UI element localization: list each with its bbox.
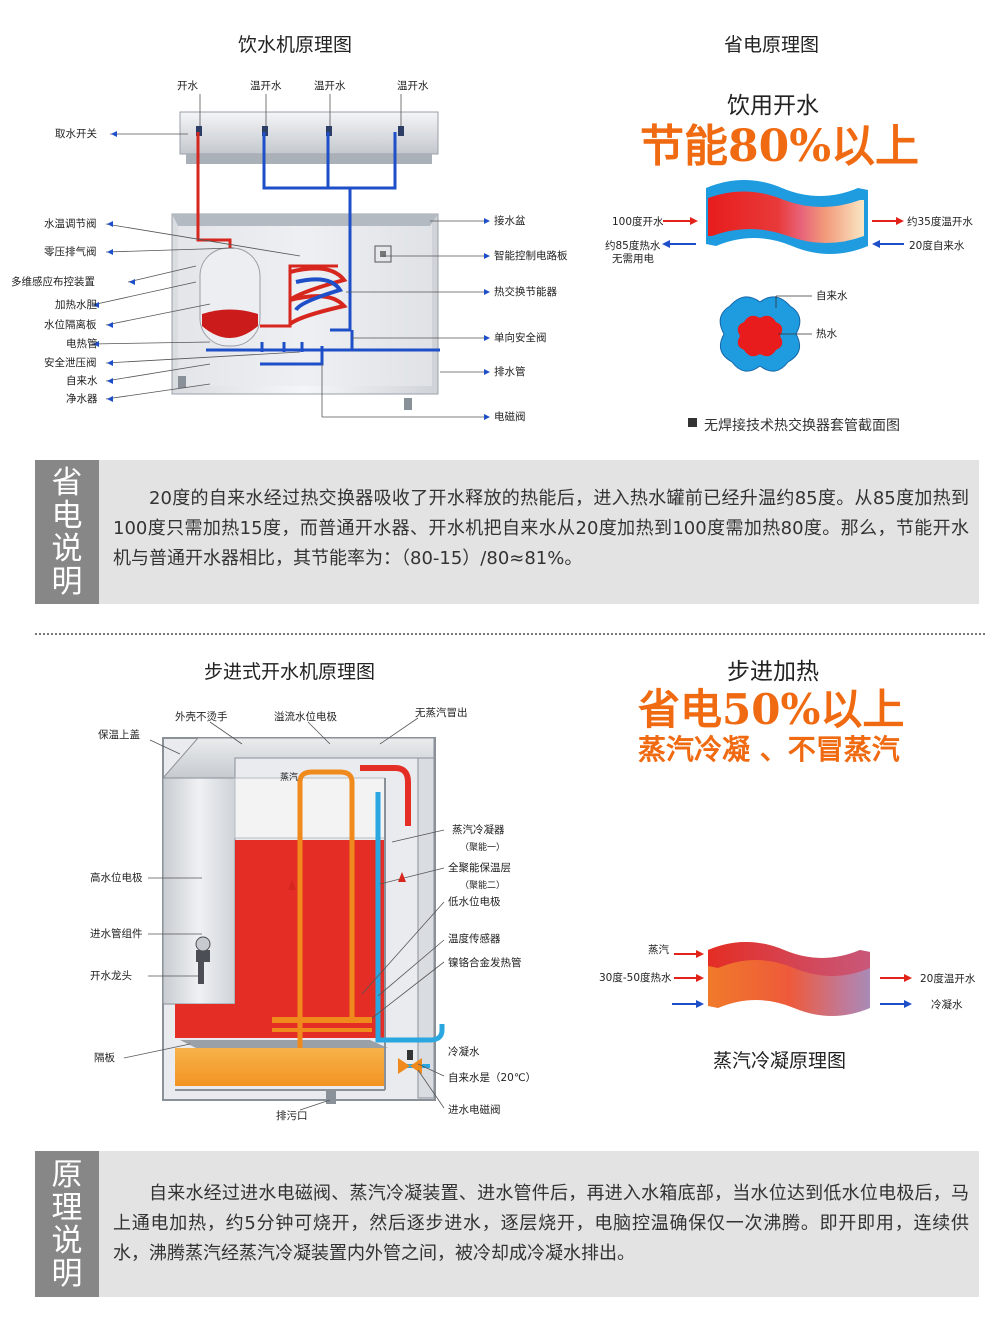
label-warm-water-2: 温开水	[314, 80, 346, 92]
label-warm-water-3: 温开水	[397, 80, 429, 92]
label-sensor-device: 多维感应布控装置	[11, 276, 95, 288]
condensation-caption: 蒸汽冷凝原理图	[713, 1050, 847, 1072]
label-cross-tap-water: 自来水	[816, 290, 848, 302]
label-no-power: 无需用电	[612, 253, 654, 265]
label-in-boiling: 100度开水	[612, 216, 664, 228]
side-char: 省	[51, 465, 83, 501]
label-steam-in: 蒸汽	[648, 944, 669, 956]
label-heater-tube: 电热管	[66, 338, 98, 350]
label-insulated-lid: 保温上盖	[98, 729, 140, 741]
label-condensate: 冷凝水	[448, 1046, 480, 1058]
energy-explain-side: 省 电 说 明	[35, 460, 99, 604]
label-vent-valve: 零压排气阀	[44, 246, 97, 258]
energy-diagram-title: 省电原理图	[724, 34, 820, 56]
label-boiling-water: 开水	[177, 80, 198, 92]
stepped-diagram-title: 步进式开水机原理图	[204, 661, 376, 683]
label-temp-sensor: 温度传感器	[448, 933, 501, 945]
dispenser-diagram-title: 饮水机原理图	[238, 34, 353, 56]
side-char: 理	[51, 1190, 83, 1226]
label-insulation: 全聚能保温层	[448, 862, 511, 874]
label-tap-water-20: 自来水是（20℃）	[448, 1072, 537, 1084]
label-condensate-out: 冷凝水	[931, 999, 963, 1011]
dispenser-diagram	[91, 94, 490, 420]
label-tap-water: 自来水	[66, 375, 98, 387]
label-inlet-assembly: 进水管组件	[90, 928, 143, 940]
cross-section-caption: 无焊接技术热交换器套管截面图	[704, 418, 900, 434]
side-char: 原	[51, 1157, 83, 1193]
label-control-board: 智能控制电路板	[494, 250, 568, 262]
label-purifier: 净水器	[66, 393, 98, 405]
label-heating-tube: 镍铬合金发热管	[448, 957, 522, 969]
label-level-plate: 水位隔离板	[44, 319, 97, 331]
label-tap-20: 20度自来水	[909, 240, 965, 252]
label-drain-outlet: 排污口	[276, 1110, 308, 1122]
label-hot-30-50: 30度-50度热水	[599, 972, 672, 984]
side-char: 说	[51, 531, 83, 567]
stepped-subheadline: 蒸汽冷凝 、不冒蒸汽	[638, 733, 900, 766]
label-inlet-solenoid: 进水电磁阀	[448, 1104, 501, 1116]
label-heating-tank: 加热水胆	[55, 299, 97, 311]
principle-explain-side: 原 理 说 明	[35, 1151, 99, 1297]
label-warm-20: 20度温开水	[920, 973, 976, 985]
section-divider	[35, 633, 985, 635]
stepped-headline: 省电50%以上	[638, 685, 905, 734]
label-condenser-note: （聚能一）	[460, 843, 506, 853]
label-faucet: 开水龙头	[90, 970, 132, 982]
label-cool-shell: 外壳不烫手	[175, 711, 228, 723]
label-cross-hot-water: 热水	[816, 328, 837, 340]
side-char: 电	[51, 498, 83, 534]
label-tap-switch: 取水开关	[55, 128, 97, 140]
side-char: 明	[51, 1256, 83, 1292]
principle-explain-text: 自来水经过进水电磁阀、蒸汽冷凝装置、进水管件后，再进入水箱底部，当水位达到低水位…	[113, 1183, 969, 1264]
label-overflow-electrode: 溢流水位电极	[274, 711, 337, 723]
label-high-electrode: 高水位电极	[90, 872, 143, 884]
label-drain-pipe: 排水管	[494, 366, 526, 378]
label-partition: 隔板	[94, 1052, 115, 1064]
label-condenser: 蒸汽冷凝器	[452, 824, 505, 836]
heat-exchanger-graphic	[662, 180, 904, 427]
label-check-valve: 单向安全阀	[494, 332, 547, 344]
label-basin: 接水盆	[494, 215, 526, 227]
label-no-steam: 无蒸汽冒出	[415, 707, 468, 719]
side-char: 明	[51, 564, 83, 600]
label-low-electrode: 低水位电极	[448, 896, 501, 908]
label-heat-exchanger: 热交换节能器	[494, 286, 557, 298]
energy-explain-text: 20度的自来水经过热交换器吸收了开水释放的热能后，进入热水罐前已经升温约85度。…	[113, 488, 969, 569]
label-relief-valve: 安全泄压阀	[44, 357, 97, 369]
label-steam-small: 蒸汽	[280, 773, 299, 783]
side-char: 说	[51, 1223, 83, 1259]
label-solenoid-valve: 电磁阀	[494, 411, 526, 423]
energy-heading: 饮用开水	[727, 93, 819, 119]
energy-explain-panel: 省 电 说 明 20度的自来水经过热交换器吸收了开水释放的热能后，进入热水罐前已…	[35, 460, 979, 604]
principle-explain-panel: 原 理 说 明 自来水经过进水电磁阀、蒸汽冷凝装置、进水管件后，再进入水箱底部，…	[35, 1151, 979, 1297]
stepped-heading: 步进加热	[727, 659, 819, 685]
label-hot-85: 约85度热水	[605, 240, 661, 252]
label-temp-valve: 水温调节阀	[44, 218, 97, 230]
label-insulation-note: （聚能二）	[460, 881, 506, 891]
label-warm-water-1: 温开水	[250, 80, 282, 92]
label-out-warm: 约35度温开水	[907, 216, 973, 228]
energy-headline: 节能80%以上	[640, 121, 920, 172]
